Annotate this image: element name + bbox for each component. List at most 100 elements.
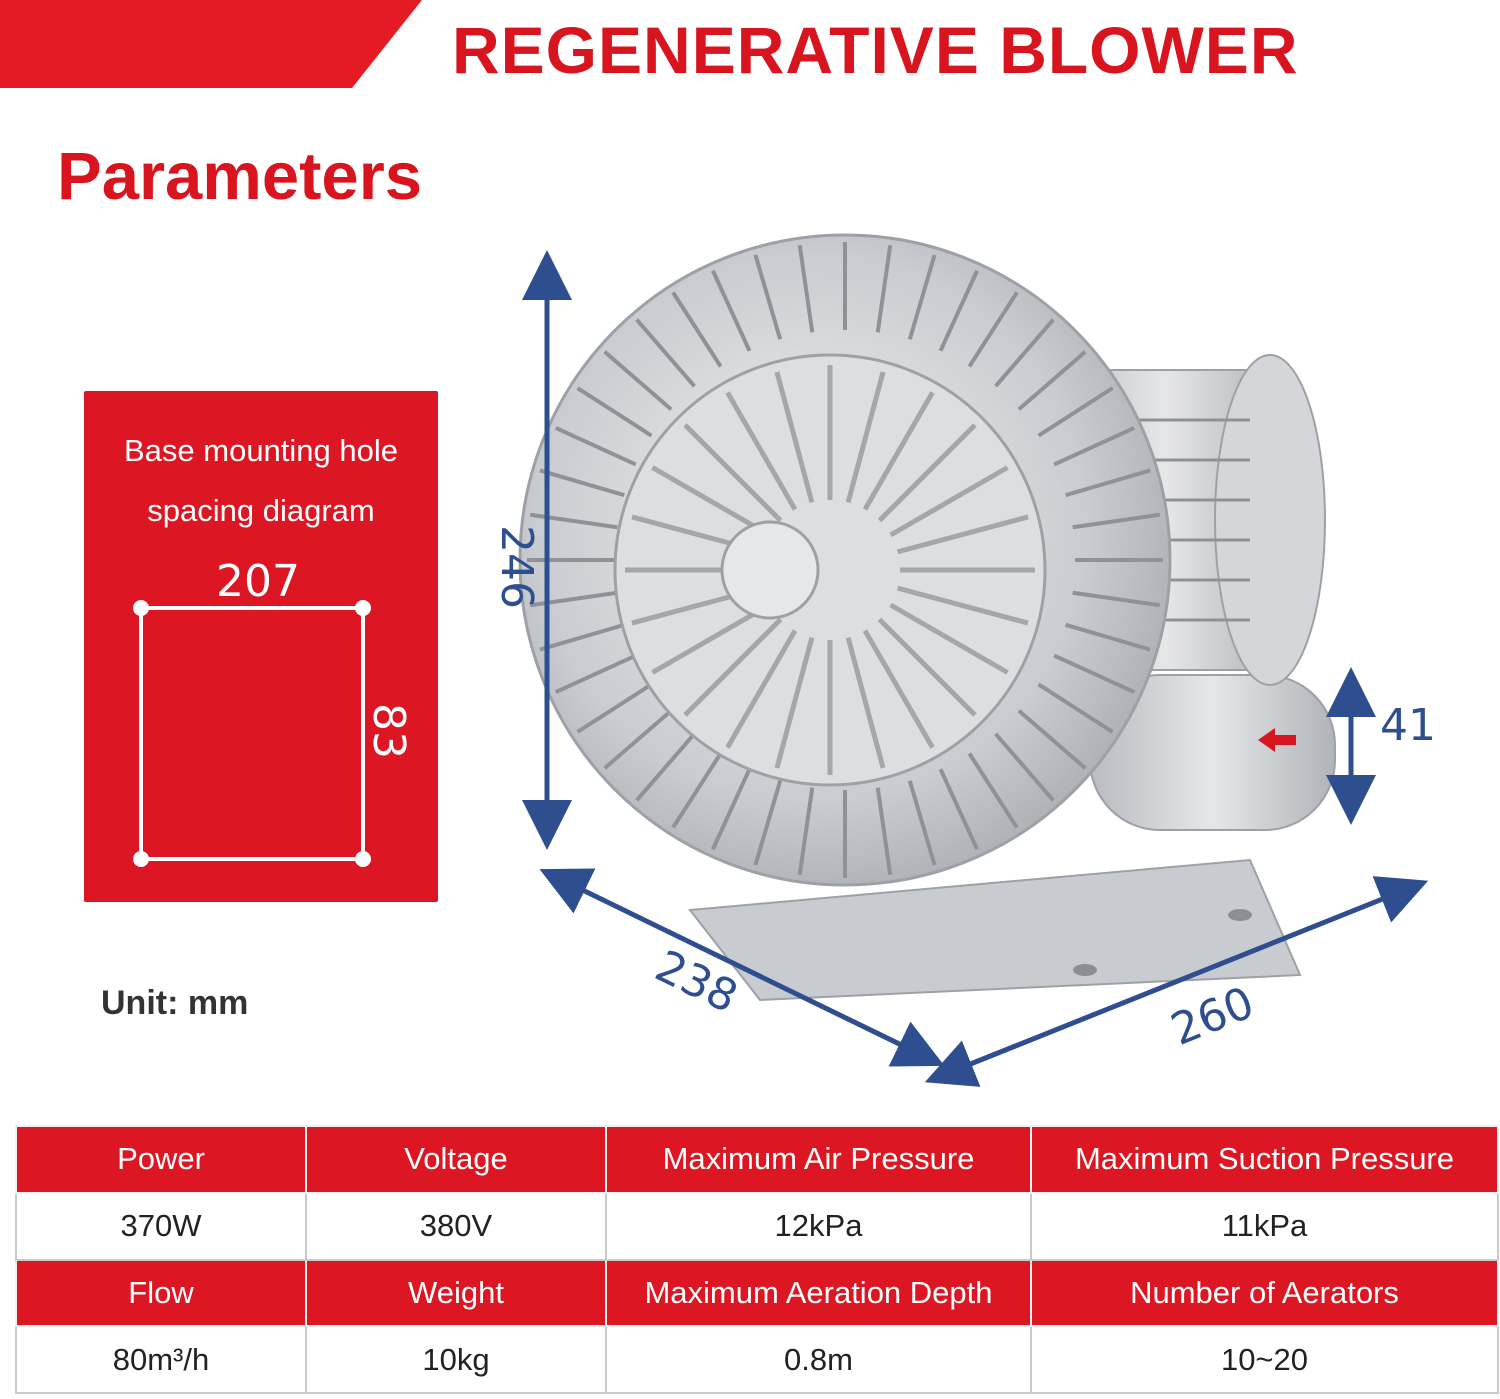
- hole-spacing-title-line1: Base mounting hole: [123, 433, 399, 468]
- hole-spacing-title: Base mounting hole spacing diagram: [84, 421, 438, 541]
- housing-fin: [907, 780, 937, 866]
- housing-fin: [711, 768, 752, 851]
- housing-fin: [671, 291, 723, 368]
- housing-fin: [1017, 350, 1087, 411]
- housing-fin: [603, 709, 673, 770]
- inner-fin: [725, 629, 798, 749]
- spec-header-max-suction-pressure: Maximum Suction Pressure: [1030, 1125, 1499, 1194]
- housing-fin: [576, 386, 653, 438]
- spec-value-voltage: 380V: [305, 1191, 607, 1261]
- dimension-annotations: [522, 250, 1429, 1087]
- width-dimension-label: 260: [1164, 977, 1261, 1056]
- blower-body: [518, 233, 1336, 1002]
- inner-fin: [889, 602, 1009, 675]
- housing-fin: [753, 780, 783, 866]
- housing-fin: [671, 752, 723, 829]
- hole-height-label: 83: [363, 703, 414, 759]
- mounting-hole-bottom-right: [355, 851, 371, 867]
- inner-fins: [625, 365, 1035, 775]
- inner-fin: [683, 423, 783, 523]
- spec-value-row: 370W 380V 12kPa 11kPa: [15, 1191, 1499, 1261]
- housing-fin: [635, 318, 696, 388]
- housing-fin: [994, 732, 1055, 802]
- header-banner-stripe: [0, 0, 422, 88]
- housing-fin: [1053, 426, 1136, 467]
- width-arrow: [924, 876, 1429, 1087]
- spec-value-max-aeration-depth: 0.8m: [605, 1325, 1032, 1394]
- housing-fin: [1017, 709, 1087, 770]
- spec-value-flow: 80m³/h: [15, 1325, 307, 1394]
- spec-header-max-aeration-depth: Maximum Aeration Depth: [605, 1258, 1032, 1328]
- inner-fin: [774, 371, 815, 504]
- spec-value-number-of-aerators: 10~20: [1030, 1325, 1499, 1394]
- center-hub: [720, 520, 820, 620]
- inner-fin: [862, 391, 935, 511]
- housing-fin: [938, 768, 979, 851]
- housing-fin: [576, 682, 653, 734]
- base-plate: [688, 858, 1302, 1002]
- housing-fin: [753, 254, 783, 340]
- depth-arrow: [539, 868, 945, 1067]
- spec-value-max-air-pressure: 12kPa: [605, 1191, 1032, 1261]
- inner-fin: [845, 371, 886, 504]
- spec-value-power: 370W: [15, 1191, 307, 1261]
- unit-note: Unit: mm: [101, 984, 249, 1022]
- housing-fin: [967, 291, 1019, 368]
- housing-fin: [994, 318, 1055, 388]
- housing-fin: [797, 787, 815, 876]
- inner-fin: [651, 465, 771, 538]
- housing-fin: [797, 244, 815, 333]
- flow-arrow: [1258, 728, 1296, 752]
- inner-fin: [845, 636, 886, 769]
- spec-header-flow: Flow: [15, 1258, 307, 1328]
- housing-fin: [938, 269, 979, 352]
- spec-header-voltage: Voltage: [305, 1125, 607, 1194]
- inner-fin: [725, 391, 798, 511]
- housing-fin: [1065, 468, 1151, 498]
- inner-fin: [896, 514, 1029, 555]
- spec-header-power: Power: [15, 1125, 307, 1194]
- inner-fin: [889, 465, 1009, 538]
- housing-fin: [711, 269, 752, 352]
- hole-spacing-title-line2: spacing diagram: [147, 493, 375, 528]
- spec-value-weight: 10kg: [305, 1325, 607, 1394]
- spec-value-max-suction-pressure: 11kPa: [1030, 1191, 1499, 1261]
- hole-spacing-rect: [139, 606, 365, 861]
- spec-header-weight: Weight: [305, 1258, 607, 1328]
- inner-fin: [683, 617, 783, 717]
- housing-fin: [1053, 653, 1136, 694]
- spec-table: Power Voltage Maximum Air Pressure Maxim…: [15, 1125, 1499, 1394]
- inner-fin: [651, 602, 771, 675]
- inner-fin: [862, 629, 935, 749]
- spec-header-row: Flow Weight Maximum Aeration Depth Numbe…: [15, 1258, 1499, 1328]
- outlet-dimension-label: 41: [1380, 700, 1436, 751]
- housing-fin: [1037, 682, 1114, 734]
- hole-spacing-diagram: 207 83: [133, 556, 414, 867]
- spec-header-number-of-aerators: Number of Aerators: [1030, 1258, 1499, 1328]
- housing-fin: [1072, 512, 1161, 530]
- motor-end-cap: [1214, 354, 1326, 686]
- hole-width-label: 207: [216, 556, 300, 607]
- height-dimension-label: 246: [491, 525, 542, 609]
- housing-fin: [603, 350, 673, 411]
- inner-fin: [774, 636, 815, 769]
- inner-fin: [877, 617, 977, 717]
- mounting-hole-top-left: [133, 600, 149, 616]
- inner-fin: [896, 585, 1029, 626]
- housing-fin: [1037, 386, 1114, 438]
- housing-fin: [907, 254, 937, 340]
- blower-product-image: 246 238 260 41: [491, 233, 1436, 1087]
- section-title: Parameters: [57, 139, 423, 214]
- mounting-hole-top-right: [355, 600, 371, 616]
- housing-fin: [1065, 622, 1151, 652]
- spec-header-row: Power Voltage Maximum Air Pressure Maxim…: [15, 1125, 1499, 1194]
- housing-fin: [635, 732, 696, 802]
- inner-fin: [877, 423, 977, 523]
- hole-spacing-card: Base mounting hole spacing diagram 207 8…: [84, 391, 438, 902]
- housing-fin: [875, 787, 893, 876]
- housing-fin: [967, 752, 1019, 829]
- housing-fin: [875, 244, 893, 333]
- mounting-hole-bottom-left: [133, 851, 149, 867]
- spec-value-row: 80m³/h 10kg 0.8m 10~20: [15, 1325, 1499, 1394]
- spec-header-max-air-pressure: Maximum Air Pressure: [605, 1125, 1032, 1194]
